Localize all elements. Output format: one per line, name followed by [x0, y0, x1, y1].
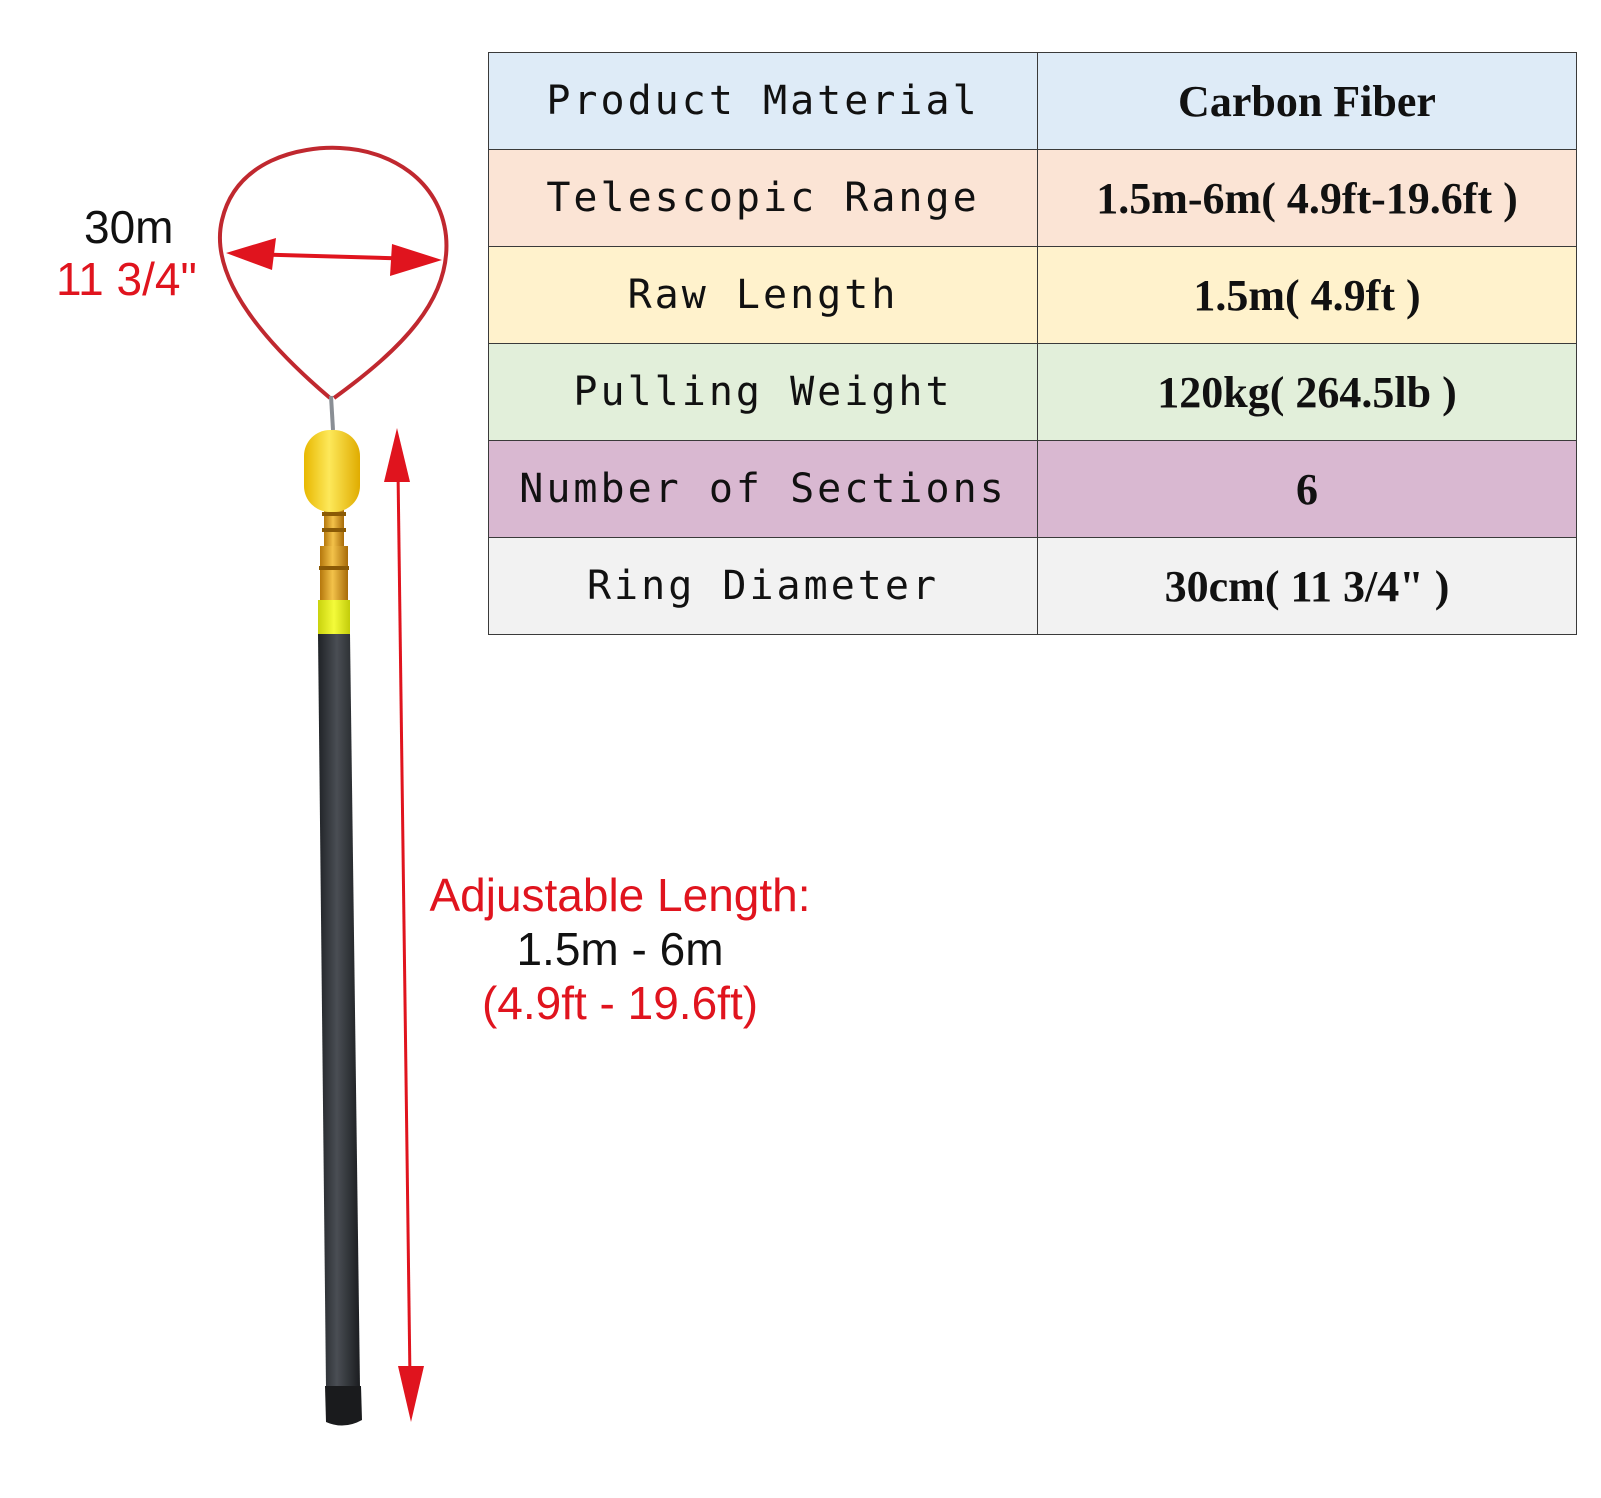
adjustable-length-metric: 1.5m - 6m: [516, 923, 724, 975]
table-row: Pulling Weight 120kg( 264.5lb ): [488, 343, 1577, 441]
spec-value: 120kg( 264.5lb ): [1037, 343, 1577, 441]
ring-wire: [217, 145, 449, 400]
arrowhead-down-icon: [398, 1366, 424, 1422]
table-row: Raw Length 1.5m( 4.9ft ): [488, 246, 1577, 344]
spec-value: Carbon Fiber: [1037, 52, 1577, 150]
table-row: Telescopic Range 1.5m-6m( 4.9ft-19.6ft ): [488, 149, 1577, 247]
ring-size-metric-label: 30m: [84, 201, 174, 253]
pole-end-cap: [325, 1386, 362, 1426]
spec-value: 1.5m( 4.9ft ): [1037, 246, 1577, 344]
table-row: Ring Diameter 30cm( 11 3/4" ): [488, 537, 1577, 635]
pole-lime-band: [318, 600, 350, 636]
spec-label: Product Material: [488, 52, 1038, 150]
spec-table: Product Material Carbon Fiber Telescopic…: [488, 52, 1577, 635]
adjustable-length-title: Adjustable Length:: [429, 869, 811, 921]
spec-value: 6: [1037, 440, 1577, 538]
spec-label: Telescopic Range: [488, 149, 1038, 247]
spec-label: Number of Sections: [488, 440, 1038, 538]
table-row: Product Material Carbon Fiber: [488, 52, 1577, 150]
pole-main-section: [318, 634, 360, 1388]
length-arrow: [384, 428, 424, 1422]
telescopic-pole: [304, 430, 362, 1426]
spec-label: Ring Diameter: [488, 537, 1038, 635]
arrowhead-up-icon: [384, 428, 410, 482]
catch-ring: [217, 145, 449, 431]
spec-label: Pulling Weight: [488, 343, 1038, 441]
arrowhead-right-icon: [390, 244, 442, 276]
yellow-float: [304, 430, 360, 512]
spec-value: 30cm( 11 3/4" ): [1037, 537, 1577, 635]
spec-label: Raw Length: [488, 246, 1038, 344]
ring-width-arrow: [226, 238, 442, 276]
spec-value: 1.5m-6m( 4.9ft-19.6ft ): [1037, 149, 1577, 247]
table-row: Number of Sections 6: [488, 440, 1577, 538]
ring-stem: [329, 395, 335, 431]
pole-gold-section: [320, 546, 348, 602]
adjustable-length-callout: Adjustable Length: 1.5m - 6m (4.9ft - 19…: [400, 868, 840, 1030]
ring-size-imperial-label: 11 3/4": [56, 253, 197, 305]
arrowhead-left-icon: [226, 238, 276, 270]
adjustable-length-imperial: (4.9ft - 19.6ft): [481, 977, 759, 1029]
